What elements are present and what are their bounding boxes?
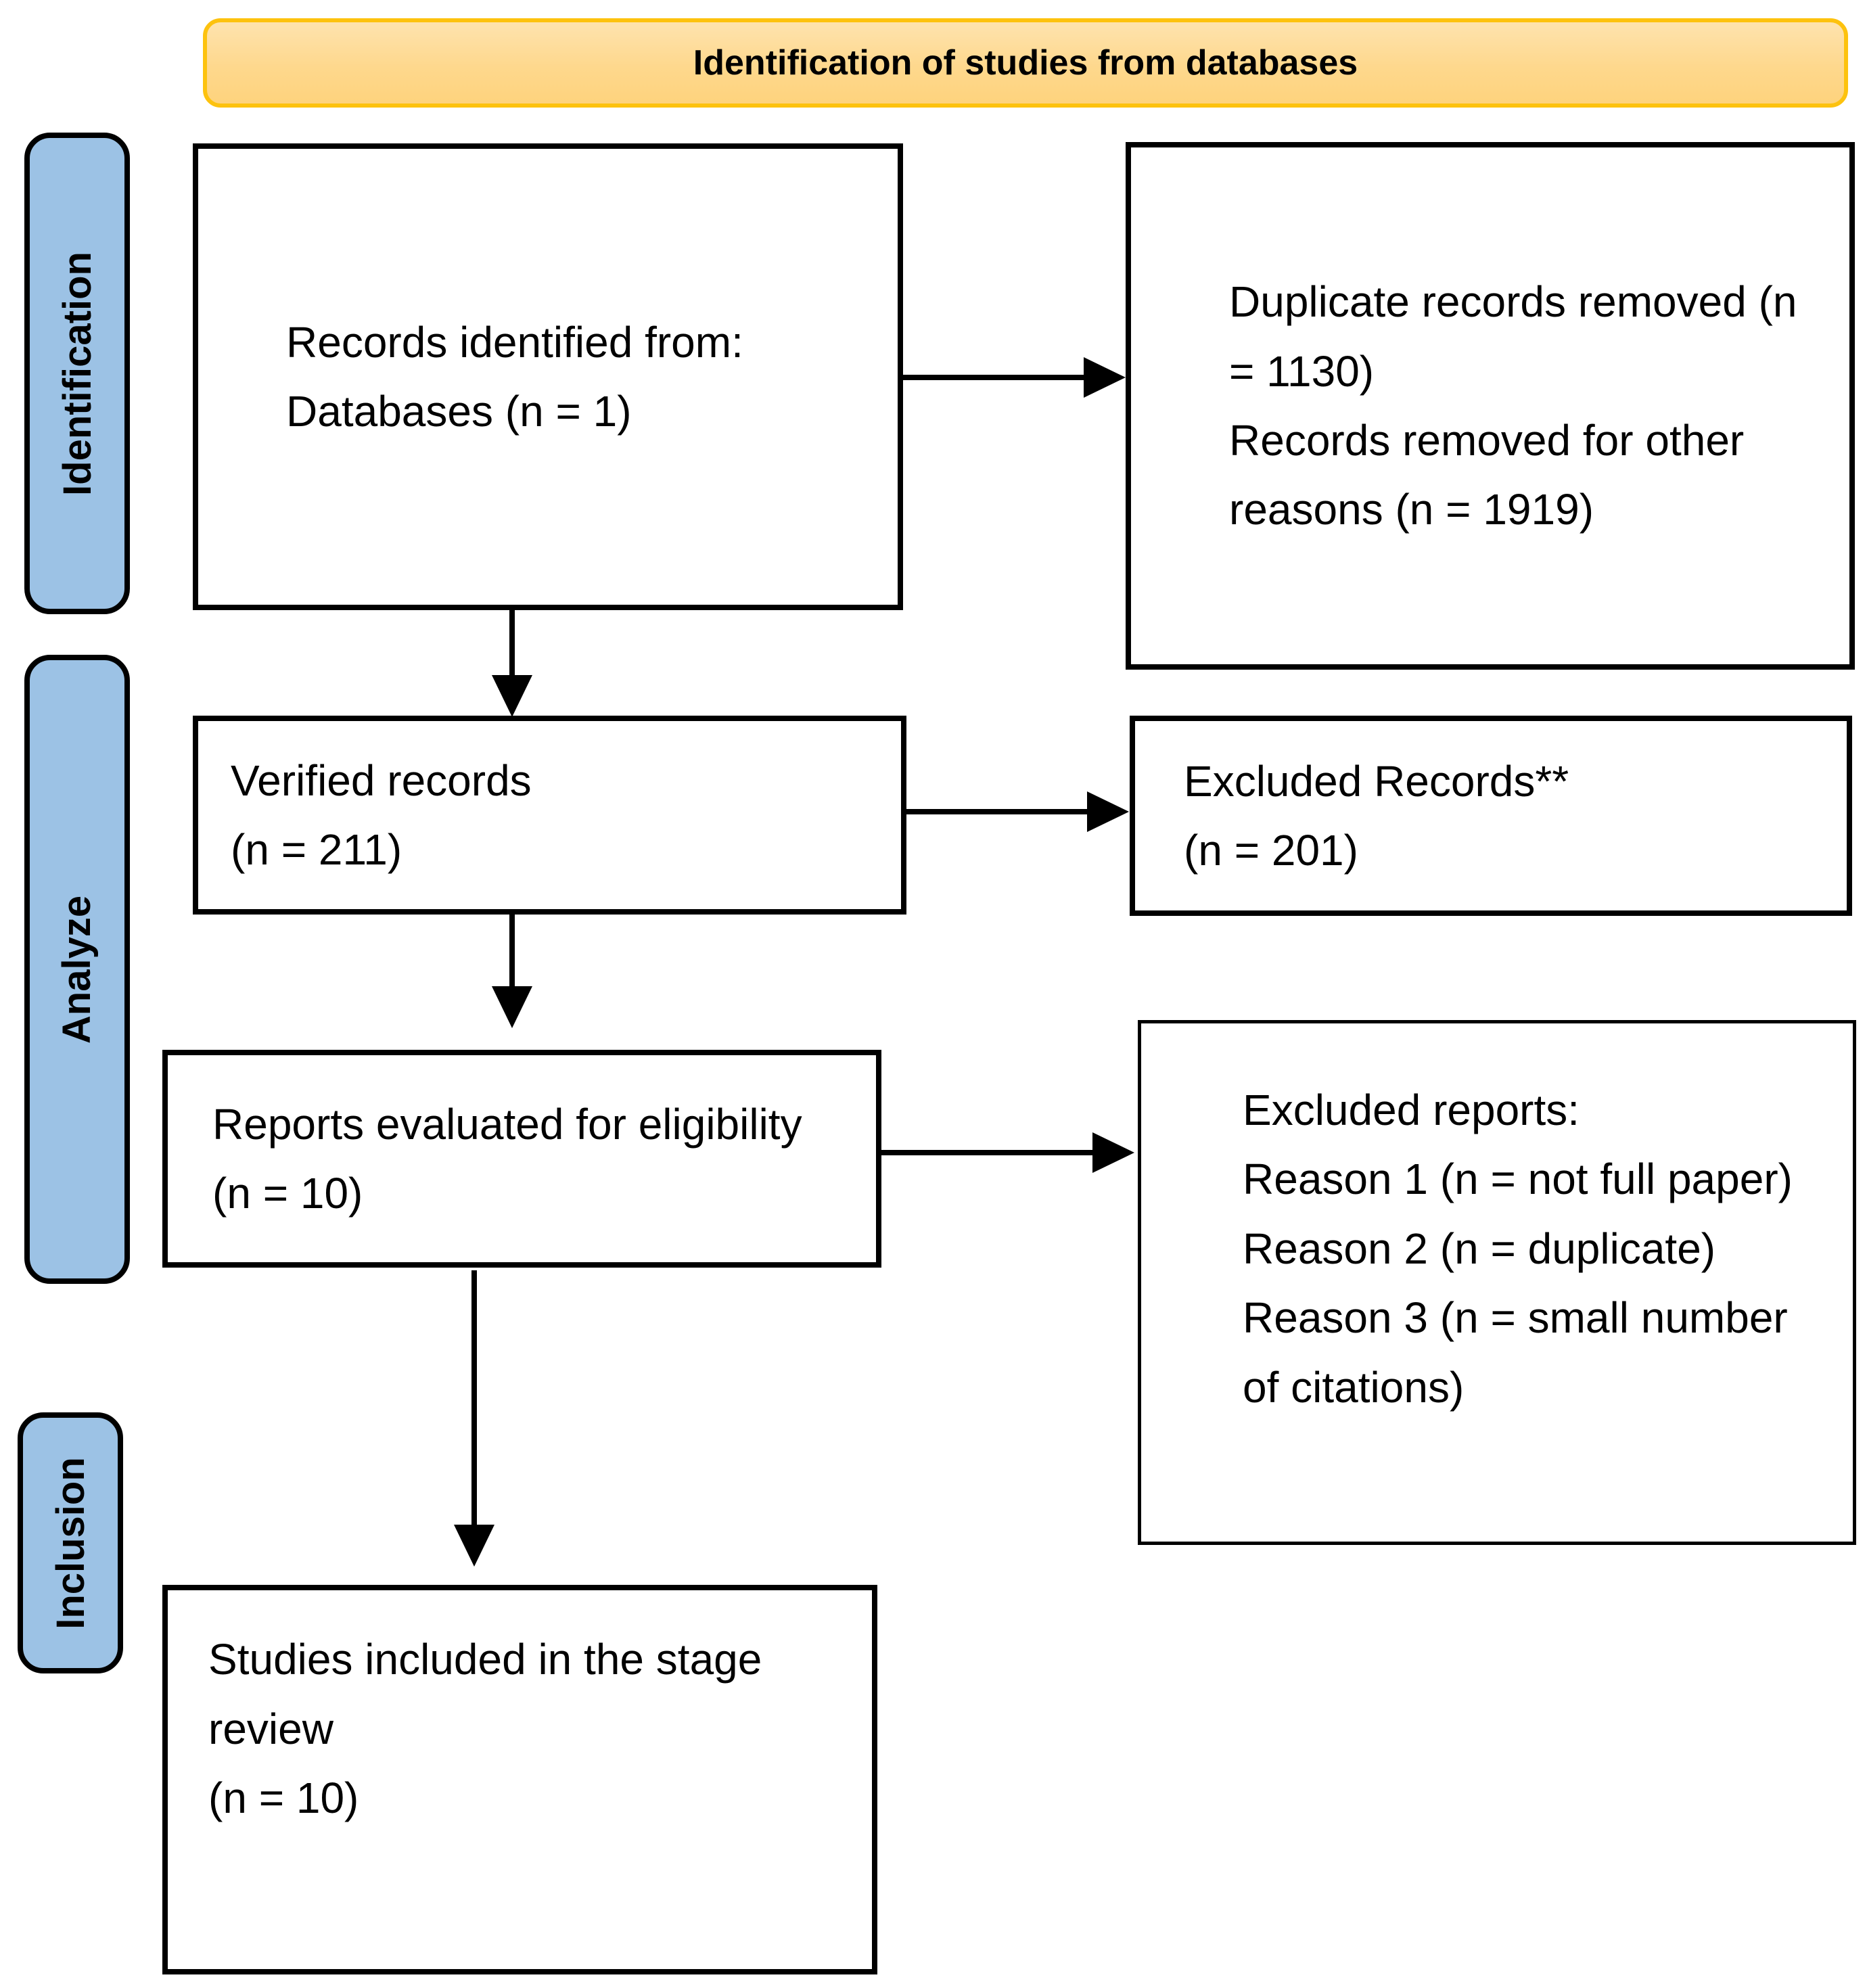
stage-label-identification: Identification bbox=[24, 133, 130, 614]
arrowhead-down-icon bbox=[454, 1525, 494, 1567]
flow-box-excluded-reports: Excluded reports: Reason 1 (n = not full… bbox=[1138, 1020, 1856, 1545]
flow-box-verified-records-text: Verified records (n = 211) bbox=[231, 756, 532, 874]
flow-box-reports-evaluated-text: Reports evaluated for eligibility (n = 1… bbox=[212, 1099, 802, 1218]
title-banner: Identification of studies from databases bbox=[203, 18, 1848, 108]
flow-box-excluded-records: Excluded Records** (n = 201) bbox=[1130, 716, 1852, 916]
stage-label-analyze-text: Analyze bbox=[55, 895, 99, 1044]
arrowhead-down-icon bbox=[492, 986, 532, 1028]
flow-box-excluded-records-text: Excluded Records** (n = 201) bbox=[1184, 756, 1569, 875]
arrowhead-right-icon bbox=[1087, 791, 1129, 832]
flow-box-studies-included: Studies included in the stage review (n … bbox=[162, 1585, 877, 1974]
arrow-line bbox=[903, 375, 1089, 380]
arrow-line bbox=[471, 1270, 477, 1527]
stage-label-analyze: Analyze bbox=[24, 655, 130, 1284]
arrowhead-down-icon bbox=[492, 675, 532, 717]
arrowhead-right-icon bbox=[1084, 357, 1126, 398]
flow-box-verified-records: Verified records (n = 211) bbox=[193, 716, 906, 915]
flow-box-excluded-reports-text: Excluded reports: Reason 1 (n = not full… bbox=[1243, 1086, 1793, 1412]
flow-box-duplicates-removed: Duplicate records removed (n = 1130) Rec… bbox=[1126, 142, 1855, 670]
flow-box-duplicates-removed-text: Duplicate records removed (n = 1130) Rec… bbox=[1229, 277, 1797, 534]
flow-box-studies-included-text: Studies included in the stage review (n … bbox=[208, 1635, 762, 1823]
arrow-line bbox=[509, 913, 515, 989]
stage-label-identification-text: Identification bbox=[55, 251, 99, 496]
stage-label-inclusion: Inclusion bbox=[18, 1412, 123, 1673]
arrow-line bbox=[881, 1150, 1098, 1155]
flow-box-records-identified: Records identified from: Databases (n = … bbox=[193, 143, 903, 610]
flow-box-records-identified-text: Records identified from: Databases (n = … bbox=[286, 317, 743, 436]
arrowhead-right-icon bbox=[1092, 1132, 1134, 1173]
title-banner-label: Identification of studies from databases bbox=[693, 43, 1358, 83]
arrow-line bbox=[509, 609, 515, 678]
stage-label-inclusion-text: Inclusion bbox=[48, 1456, 93, 1629]
flow-box-reports-evaluated: Reports evaluated for eligibility (n = 1… bbox=[162, 1050, 881, 1268]
arrow-line bbox=[906, 809, 1092, 814]
